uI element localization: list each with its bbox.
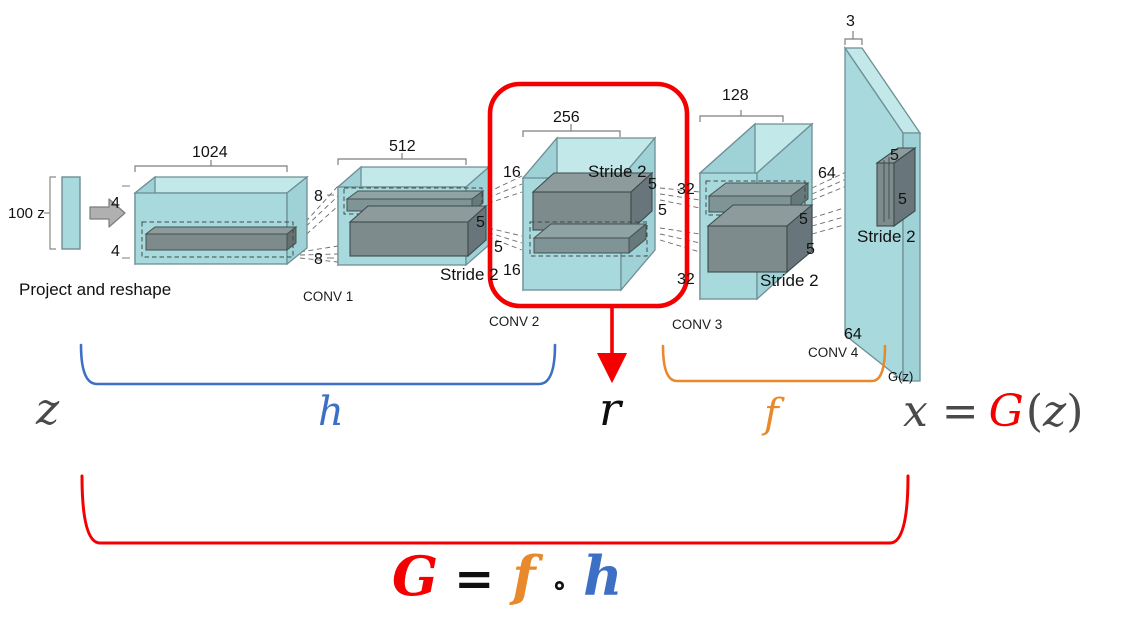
f-annotation: f — [764, 391, 779, 437]
block3-dim-top-label: 16 — [503, 164, 521, 181]
block1-depth-label: 1024 — [192, 144, 228, 161]
connector-fan-2 — [479, 175, 523, 251]
conv3-caption: CONV 3 — [672, 317, 723, 332]
equation-f: f — [512, 544, 536, 608]
block2-dim-top-label: 8 — [314, 188, 323, 205]
block-conv2 — [521, 124, 657, 292]
block4-kernel-top-label: 5 — [799, 211, 808, 228]
x-equals-Gz: x = G ( z ) — [903, 390, 1083, 434]
block2-kernel-top-label: 5 — [476, 214, 485, 231]
h-bracket — [79, 343, 557, 386]
block3-kernel-top-label: 5 — [648, 176, 657, 193]
block-project-reshape — [122, 160, 309, 266]
block5-kernel-top-label: 5 — [890, 147, 899, 164]
G-bracket — [80, 474, 910, 545]
f-bracket — [661, 344, 887, 383]
block4-stride-label: Stride 2 — [760, 271, 819, 290]
r-annotation: r — [599, 382, 621, 436]
input-z-bar — [44, 176, 81, 250]
block1-dim-bottom-label: 4 — [111, 243, 120, 260]
z-annotation: z — [36, 384, 60, 435]
equation-G: G — [392, 544, 439, 608]
block3-stride-label: Stride 2 — [588, 162, 647, 181]
connector-fan-3 — [659, 187, 701, 253]
block5-dim-bottom-label: 64 — [844, 326, 862, 343]
conv2-highlight-box — [487, 81, 690, 309]
block4-kernel-bottom-label: 5 — [806, 241, 815, 258]
conv2-caption: CONV 2 — [489, 314, 540, 329]
block5-kernel-bottom-label: 5 — [898, 191, 907, 208]
block2-dim-bottom-label: 8 — [314, 251, 323, 268]
composition-equation: G = f ∘ h — [392, 549, 622, 603]
x-paren-open: ( — [1025, 386, 1043, 437]
equation-equals: = — [454, 551, 495, 607]
input-z-label: 100 z — [8, 205, 45, 222]
block2-stride-label: Stride 2 — [440, 265, 499, 284]
block3-kernel-bottom-label: 5 — [658, 202, 667, 219]
equation-h: h — [583, 544, 623, 608]
x-paren-close: ) — [1066, 386, 1084, 437]
block-conv1 — [327, 153, 491, 267]
block5-dim-top-label: 64 — [818, 165, 836, 182]
x-arg-symbol: z — [1043, 386, 1067, 437]
block4-dim-bottom-label: 32 — [677, 271, 695, 288]
block3-depth-label: 256 — [553, 109, 580, 126]
conv1-caption: CONV 1 — [303, 289, 354, 304]
block4-depth-label: 128 — [722, 87, 749, 104]
block-conv3 — [698, 110, 814, 301]
output-Gz-label: G(z) — [888, 369, 914, 384]
block2-depth-label: 512 — [389, 138, 416, 155]
equation-compose-operator: ∘ — [551, 568, 568, 603]
block3-dim-bottom-label: 16 — [503, 262, 521, 279]
project-reshape-caption: Project and reshape — [19, 280, 172, 299]
conv4-caption: CONV 4 — [808, 345, 859, 360]
x-G-symbol: G — [988, 386, 1024, 437]
block-conv4-output — [843, 31, 922, 383]
block5-stride-label: Stride 2 — [857, 227, 916, 246]
projection-arrow-icon — [89, 198, 126, 228]
h-annotation: h — [318, 389, 344, 435]
block4-dim-top-label: 32 — [677, 181, 695, 198]
block1-dim-top-label: 4 — [111, 195, 120, 212]
block2-kernel-bottom-label: 5 — [494, 239, 503, 256]
x-equals-prefix: x = — [903, 386, 979, 437]
block5-depth-label: 3 — [846, 13, 855, 30]
